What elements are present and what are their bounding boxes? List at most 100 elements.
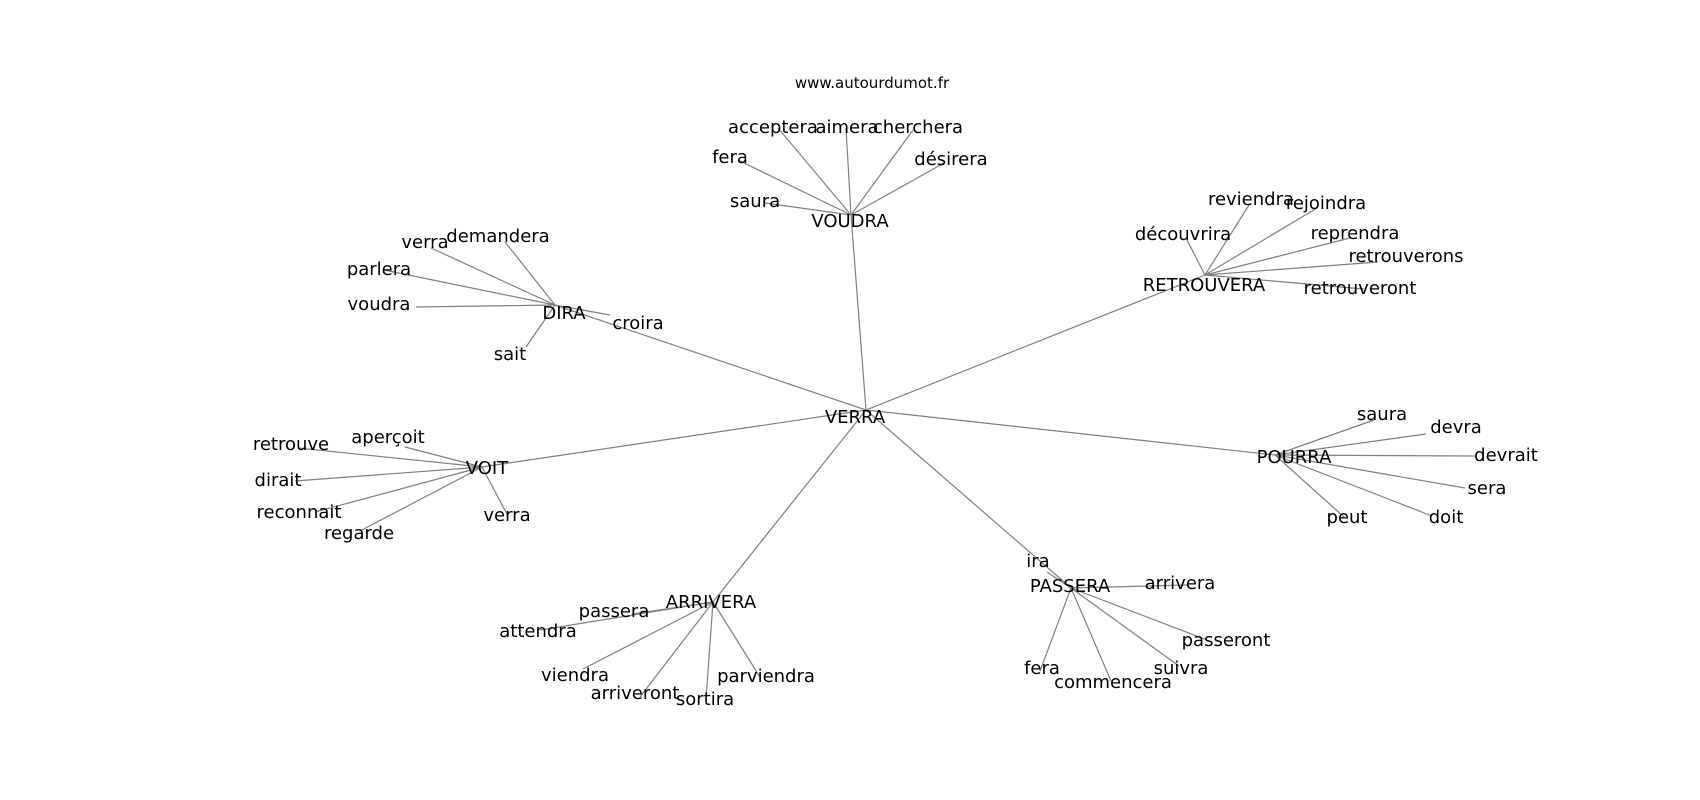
leaf-word-label: croira — [612, 313, 663, 334]
leaf-word-label: doit — [1429, 507, 1464, 528]
edge-hub-to-leaf — [582, 601, 714, 670]
edge-hub-to-leaf — [1070, 584, 1188, 589]
leaf-word-label: commencera — [1054, 672, 1172, 693]
leaf-word-label: retrouveront — [1304, 278, 1417, 299]
edge-hub-to-leaf — [525, 304, 556, 348]
leaf-word-label: retrouve — [253, 434, 329, 455]
edge-hub-to-leaf — [1039, 587, 1072, 672]
edge-hub-to-leaf — [554, 304, 611, 316]
leaf-word-label: voudra — [348, 294, 411, 315]
leaf-word-label: sait — [494, 344, 526, 365]
edge-hub-to-leaf — [1204, 261, 1379, 276]
edge-hub-to-leaf — [1204, 237, 1351, 276]
leaf-word-label: passera — [579, 601, 650, 622]
leaf-word-label: peut — [1327, 507, 1368, 528]
leaf-word-label: sera — [1468, 478, 1507, 499]
edge-hub-to-leaf — [359, 466, 483, 532]
leaf-word-label: ira — [1026, 551, 1049, 572]
edge-hub-to-leaf — [705, 601, 714, 700]
leaf-word-label: verra — [401, 232, 448, 253]
edge-center-to-hub — [554, 304, 867, 411]
edge-hub-to-leaf — [1274, 454, 1466, 489]
leaf-word-label: devrait — [1474, 445, 1538, 466]
leaf-word-label: aimera — [815, 117, 878, 138]
edge-center-to-hub — [865, 409, 1276, 456]
edge-hub-to-leaf — [504, 241, 556, 306]
edge-hub-to-leaf — [1204, 204, 1250, 276]
edge-hub-to-leaf — [1070, 587, 1112, 682]
leaf-word-label: parviendra — [717, 666, 815, 687]
hub-word-label: ARRIVERA — [666, 592, 757, 613]
edge-hub-to-leaf — [1186, 239, 1206, 276]
leaf-word-label: saura — [730, 191, 780, 212]
edge-hub-to-leaf — [1274, 454, 1476, 457]
leaf-word-label: reprendra — [1311, 223, 1400, 244]
edge-hub-to-leaf — [764, 202, 852, 216]
edge-hub-to-leaf — [1046, 571, 1072, 589]
edge-hub-to-leaf — [712, 601, 761, 678]
leaf-word-label: fera — [1024, 658, 1060, 679]
leaf-word-label: rejoindra — [1286, 193, 1366, 214]
edge-hub-to-leaf — [383, 269, 556, 306]
edge-hub-to-leaf — [539, 601, 714, 631]
edge-hub-to-leaf — [415, 304, 556, 308]
hub-word-label: POURRA — [1257, 447, 1332, 468]
hub-word-label: VOIT — [466, 458, 509, 479]
site-url: www.autourdumot.fr — [795, 74, 950, 92]
leaf-word-label: arrivera — [1145, 573, 1216, 594]
leaf-word-label: suivra — [1154, 658, 1209, 679]
leaf-word-label: cherchera — [873, 117, 963, 138]
edge-hub-to-leaf — [314, 466, 483, 513]
edge-center-to-hub — [481, 409, 867, 468]
hub-word-label: VOUDRA — [811, 211, 889, 232]
leaf-word-label: reconnait — [257, 502, 342, 523]
leaf-word-label: arriveront — [591, 683, 680, 704]
leaf-word-label: sortira — [676, 689, 734, 710]
edge-hub-to-leaf — [297, 447, 483, 468]
edge-hub-to-leaf — [294, 466, 483, 482]
graph-edges — [294, 127, 1476, 700]
leaf-word-label: parlera — [347, 259, 411, 280]
leaf-word-label: reviendra — [1208, 189, 1294, 210]
hub-word-label: RETROUVERA — [1143, 275, 1266, 296]
edge-center-to-hub — [865, 409, 1072, 589]
edge-hub-to-leaf — [639, 601, 714, 698]
leaf-word-label: désirera — [914, 149, 987, 170]
edge-hub-to-leaf — [1204, 274, 1365, 290]
leaf-word-label: fera — [712, 147, 748, 168]
leaf-word-label: passeront — [1182, 630, 1271, 651]
leaf-word-label: retrouverons — [1348, 246, 1463, 267]
hub-word-label: DIRA — [542, 303, 586, 324]
edge-hub-to-leaf — [850, 162, 945, 216]
edge-hub-to-leaf — [777, 127, 852, 216]
leaf-word-label: attendra — [499, 621, 576, 642]
leaf-word-label: devra — [1430, 417, 1482, 438]
center-word-label: VERRA — [825, 407, 886, 428]
leaf-word-label: aperçoit — [351, 427, 425, 448]
leaf-word-label: demandera — [446, 226, 549, 247]
edge-hub-to-leaf — [404, 446, 483, 468]
edge-center-to-hub — [712, 409, 867, 603]
edge-hub-to-leaf — [845, 127, 852, 216]
edge-hub-to-leaf — [481, 466, 508, 515]
edge-hub-to-leaf — [1204, 207, 1318, 276]
edge-hub-to-leaf — [1274, 454, 1433, 517]
leaf-word-label: saura — [1357, 404, 1407, 425]
edge-hub-to-leaf — [1274, 419, 1375, 456]
edge-hub-to-leaf — [737, 159, 852, 216]
leaf-word-label: regarde — [324, 523, 394, 544]
leaf-word-label: verra — [483, 505, 530, 526]
edge-hub-to-leaf — [1070, 587, 1208, 641]
edge-hub-to-leaf — [1274, 433, 1427, 456]
leaf-word-label: acceptera — [728, 117, 818, 138]
leaf-word-label: dirait — [255, 470, 302, 491]
hub-word-label: PASSERA — [1030, 576, 1111, 597]
edge-hub-to-leaf — [850, 129, 914, 216]
edge-center-to-hub — [865, 274, 1206, 411]
leaf-word-label: viendra — [541, 665, 609, 686]
edge-hub-to-leaf — [1070, 587, 1180, 667]
edge-hub-to-leaf — [1274, 454, 1345, 518]
leaf-word-label: découvrira — [1135, 224, 1231, 245]
